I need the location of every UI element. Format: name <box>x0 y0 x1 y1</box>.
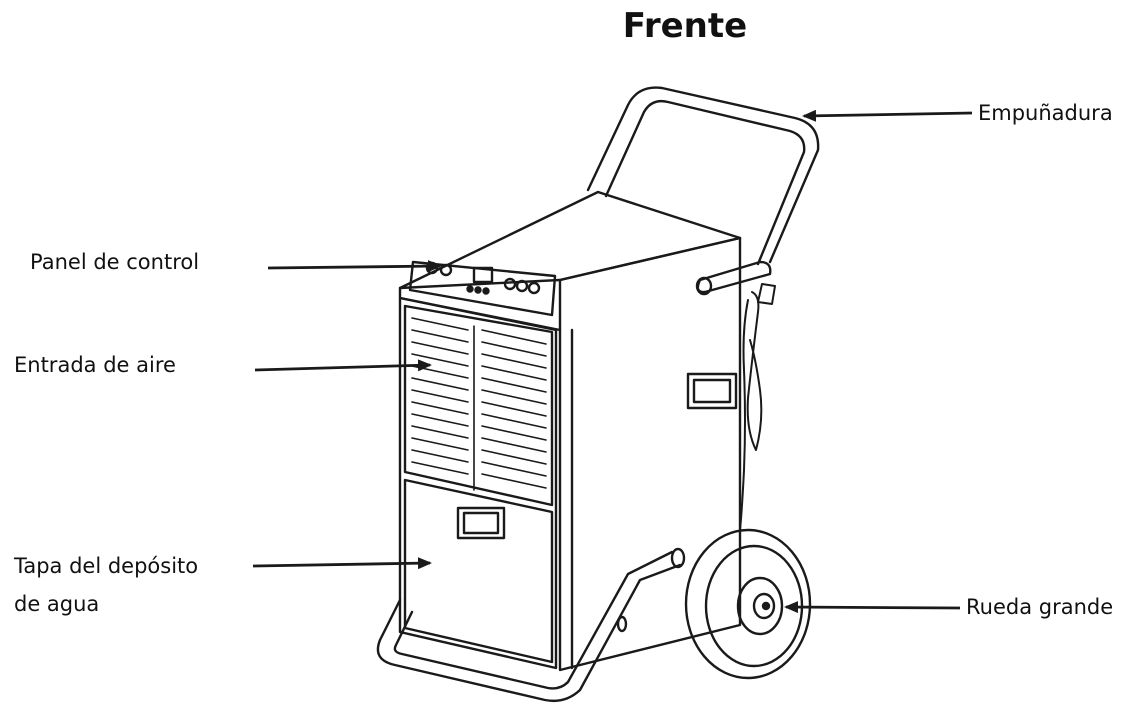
front-body <box>398 296 558 670</box>
arrow-control-panel <box>267 260 442 273</box>
label-tank-cover-line2: de agua <box>14 592 100 616</box>
power-cord <box>739 283 776 531</box>
large-wheel <box>684 528 812 680</box>
label-tank-cover-line1: Tapa del depósito <box>14 554 199 578</box>
label-big-wheel: Rueda grande <box>966 595 1114 619</box>
arrow-big-wheel <box>784 601 961 614</box>
arrow-air-inlet <box>254 359 432 372</box>
air-inlet-louvers <box>411 317 547 491</box>
button-icon <box>515 279 529 293</box>
button-icon <box>503 277 517 291</box>
control-panel-band <box>398 236 742 332</box>
button-icon <box>527 281 541 295</box>
side-handle-recess <box>686 372 738 410</box>
air-inlet-grille-frame <box>403 304 554 507</box>
arrow-handle <box>802 109 973 122</box>
label-control-panel: Panel de control <box>30 250 200 274</box>
display-icon <box>472 266 494 284</box>
arrow-tank-cover <box>252 557 432 570</box>
label-handle: Empuñadura <box>978 101 1113 125</box>
base-frame <box>376 547 686 703</box>
side-panel <box>558 236 742 672</box>
water-tank-cover <box>403 478 554 664</box>
handle-tube <box>586 86 820 296</box>
label-air-inlet: Entrada de aire <box>14 353 176 377</box>
diagram-title: Frente <box>622 6 748 46</box>
